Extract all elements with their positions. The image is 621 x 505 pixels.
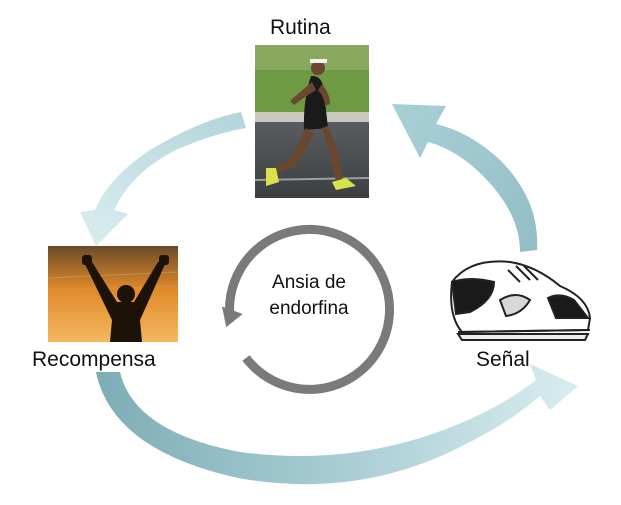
center-label-line-1: Ansia de <box>272 272 346 293</box>
center-loop-arrow <box>222 224 395 394</box>
arrow-senal-to-rutina <box>392 104 538 252</box>
label-senal: Señal <box>476 348 530 371</box>
arrow-recompensa-to-senal <box>96 364 578 485</box>
label-recompensa: Recompensa <box>32 348 156 371</box>
label-rutina: Rutina <box>270 16 331 39</box>
sneaker-drawing <box>450 260 592 341</box>
arrow-rutina-to-recompensa <box>80 112 246 246</box>
raised-arms-silhouette <box>47 246 179 342</box>
center-label-line-2: endorfina <box>269 298 349 319</box>
center-label: Ansia de endorfina <box>240 270 378 322</box>
runner-photo <box>254 45 370 198</box>
